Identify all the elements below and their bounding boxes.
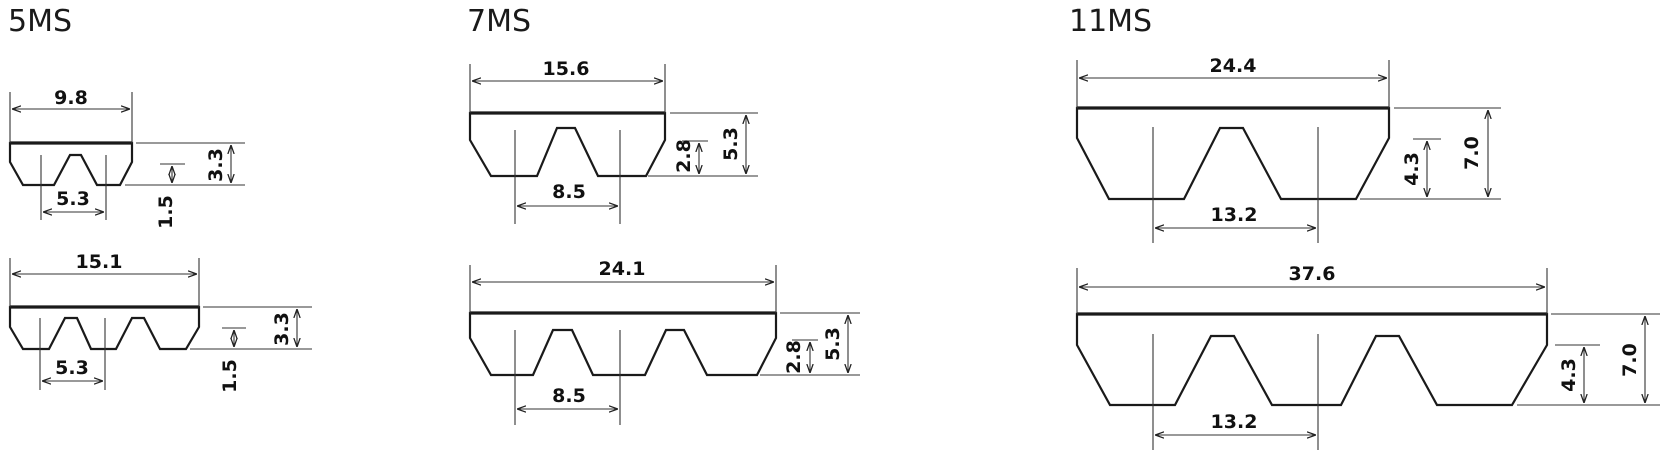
- section-title-5ms: 5MS: [8, 4, 72, 39]
- belt-profile: [8, 141, 134, 187]
- dimension-pitch: 5.3: [56, 188, 90, 210]
- profile-5ms-double: 15.1 5.3 3.3 1.5: [8, 251, 312, 393]
- dimension-width: 37.6: [1289, 263, 1336, 285]
- section-11ms: 11MS 24.4 13.2 7.0 4.3: [1069, 4, 1660, 450]
- dimension-depth: 1.5: [219, 359, 241, 393]
- belt-profile: [468, 111, 667, 178]
- profile-5ms-single: 9.8 5.3 3.3 1.5: [8, 87, 245, 229]
- dimension-depth: 2.8: [783, 340, 805, 374]
- profile-11ms-single: 24.4 13.2 7.0 4.3: [1075, 55, 1501, 243]
- dimension-pitch: 13.2: [1211, 411, 1258, 433]
- dimension-width: 9.8: [54, 87, 88, 109]
- dimension-pitch: 8.5: [552, 181, 586, 203]
- dimension-height: 3.3: [271, 312, 293, 346]
- dimension-width: 24.4: [1210, 55, 1257, 77]
- profile-7ms-double: 24.1 8.5 5.3 2.8: [468, 258, 860, 425]
- belt-profile: [1075, 106, 1391, 201]
- dimension-depth: 4.3: [1401, 152, 1423, 186]
- profile-7ms-single: 15.6 8.5 5.3 2.8: [468, 58, 758, 224]
- dimension-height: 3.3: [205, 148, 227, 182]
- dimension-pitch: 5.3: [55, 357, 89, 379]
- dimension-pitch: 8.5: [552, 385, 586, 407]
- dimension-height: 7.0: [1619, 343, 1641, 377]
- dimension-pitch: 13.2: [1211, 204, 1258, 226]
- dimension-width: 24.1: [599, 258, 646, 280]
- belt-profile: [8, 305, 201, 351]
- section-5ms: 5MS 9.8 5.3 3.3 1.5: [8, 4, 312, 393]
- dimension-height: 5.3: [720, 127, 742, 161]
- section-title-7ms: 7MS: [467, 4, 531, 39]
- belt-profile: [1075, 312, 1549, 407]
- belt-profile: [468, 311, 778, 377]
- dimension-height: 5.3: [822, 327, 844, 361]
- section-7ms: 7MS 15.6 8.5 5.3 2.8: [467, 4, 860, 425]
- section-title-11ms: 11MS: [1069, 4, 1152, 39]
- profile-11ms-double: 37.6 13.2 7.0 4.3: [1075, 263, 1660, 450]
- dimension-width: 15.1: [76, 251, 123, 273]
- dimension-depth: 2.8: [673, 139, 695, 173]
- dimension-depth: 1.5: [155, 195, 177, 229]
- dimension-height: 7.0: [1461, 136, 1483, 170]
- dimension-depth: 4.3: [1558, 358, 1580, 392]
- dimension-width: 15.6: [543, 58, 590, 80]
